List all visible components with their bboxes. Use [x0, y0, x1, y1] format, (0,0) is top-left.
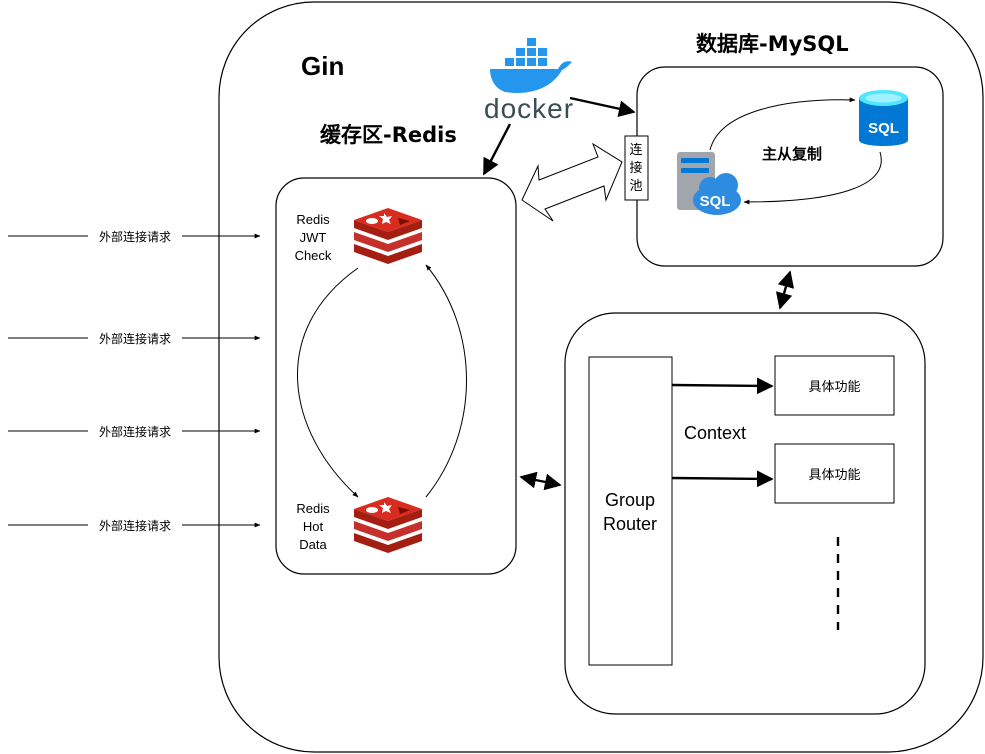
external-request-1: 外部连接请求: [8, 228, 261, 244]
external-request-label: 外部连接请求: [99, 229, 171, 244]
docker-to-db-arrow: [569, 96, 636, 117]
redis-jwt-label-1: Redis: [296, 212, 330, 227]
group-router-box: [588, 356, 673, 666]
sql-badge-label: SQL: [868, 120, 899, 137]
connection-pool-label-3: 池: [629, 179, 642, 194]
cache-container: [275, 177, 517, 575]
connection-pool-label-2: 接: [629, 160, 642, 176]
external-request-4: 外部连接请求: [8, 517, 261, 533]
redis-hot-node: Redis Hot Data: [296, 497, 422, 553]
redis-hot-label-2: Hot: [303, 519, 324, 534]
sql-server-icon: SQL: [677, 152, 741, 215]
hot-to-jwt-arrow: [425, 264, 467, 498]
context-label: Context: [684, 423, 746, 443]
cache-router-double-arrow: [519, 471, 562, 491]
external-request-2: 外部连接请求: [8, 330, 261, 346]
cache-pool-double-arrow: [521, 142, 623, 222]
external-request-3: 外部连接请求: [8, 423, 261, 439]
cache-title: 缓存区-Redis: [320, 123, 457, 147]
group-router-label-1: Group: [605, 490, 655, 510]
docker-logo: docker: [484, 38, 574, 124]
feature-box-1: [774, 355, 895, 416]
sql-cloud-label: SQL: [700, 193, 731, 210]
group-router-label-2: Router: [603, 514, 657, 534]
database-title: 数据库-MySQL: [696, 32, 849, 56]
redis-hot-label-1: Redis: [296, 501, 330, 516]
redis-icon: [354, 497, 422, 553]
redis-icon: [354, 208, 422, 264]
external-request-label: 外部连接请求: [99, 518, 171, 533]
feature-box-2: [774, 443, 895, 504]
docker-label: docker: [484, 93, 574, 124]
docker-whale-icon: [490, 38, 572, 94]
redis-jwt-label-3: Check: [295, 248, 332, 263]
replication-arrow-down: [743, 151, 882, 205]
gin-title: Gin: [301, 51, 344, 81]
redis-hot-label-3: Data: [299, 537, 327, 552]
redis-jwt-node: Redis JWT Check: [295, 208, 422, 264]
redis-jwt-label-2: JWT: [300, 230, 327, 245]
router-to-feature-2-arrow: [671, 470, 774, 488]
replication-label: 主从复制: [762, 145, 822, 163]
db-router-double-arrow: [775, 270, 795, 310]
feature-label-2: 具体功能: [808, 468, 860, 483]
replication-arrow-up: [709, 97, 856, 151]
external-request-label: 外部连接请求: [99, 331, 171, 346]
router-to-feature-1-arrow: [671, 377, 774, 395]
connection-pool: [624, 135, 649, 201]
external-request-label: 外部连接请求: [99, 424, 171, 439]
docker-to-cache-arrow: [482, 123, 512, 176]
feature-label-1: 具体功能: [808, 380, 860, 395]
connection-pool-label-1: 连: [629, 142, 642, 158]
jwt-to-hot-arrow: [297, 267, 359, 498]
sql-database-icon: SQL: [859, 90, 908, 146]
